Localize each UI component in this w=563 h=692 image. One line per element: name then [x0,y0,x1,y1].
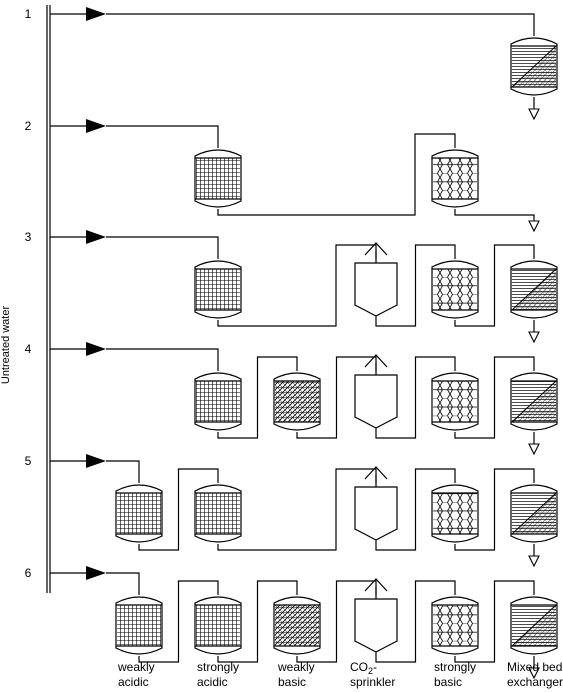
side-label-backdrop [40,62,58,592]
row-number: 2 [25,119,32,133]
vent-arrow-icon [364,466,388,480]
mixed-bed-fill [512,46,556,87]
resin-bed [275,381,319,422]
resin-bed [196,493,240,534]
process-row-6: 6 [25,566,558,680]
vessel-sprinkler [354,466,398,544]
process-row-2: 2 [25,119,540,233]
vessel-strong-acid [194,260,242,319]
side-label: Untreated water [0,306,12,385]
vessel-strong-acid [194,149,242,208]
vessel-weak-acid [115,484,163,543]
vessel-strong-acid [194,596,242,655]
flow-arrow-icon [86,7,106,21]
sprinkler-tower [354,486,398,541]
sprinkler-tower [354,262,398,317]
vessel-sprinkler [354,242,398,320]
vessel-mixed-bed [510,37,558,96]
vent-arrow-icon [364,354,388,368]
vent-arrow-icon [364,242,388,256]
vessel-sprinkler [354,354,398,432]
resin-bed [275,605,319,646]
pipework [106,460,535,557]
supply-header [46,5,51,593]
column-label-weak-acid-line2: acidic [118,675,149,689]
column-label-weak-base-line2: basic [278,675,306,689]
process-rows: 1 2 3 4 5 6 [25,7,558,680]
outlet-arrow-icon [528,667,540,680]
outlet-arrow-icon [528,331,540,344]
column-label-strong-acid-line2: acidic [197,675,228,689]
vessel-mixed-bed [510,372,558,431]
outlet-arrow-icon [528,443,540,456]
row-number: 4 [25,342,32,356]
row-number: 3 [25,230,32,244]
resin-bed [433,158,477,199]
vessel-strong-base [431,260,479,319]
process-row-1: 1 [25,7,558,121]
row-number: 5 [25,454,32,468]
outlet-arrow-icon [528,220,540,233]
resin-bed [196,158,240,199]
column-label-mixed-bed-line2: exchanger [507,675,563,689]
vessel-mixed-bed [510,260,558,319]
resin-bed [433,605,477,646]
vessel-weak-base [273,372,321,431]
pipework [106,125,535,222]
vent-arrow-icon [364,578,388,592]
row-number: 1 [25,7,32,21]
column-label-strong-acid: strongly [197,660,239,674]
column-label-weak-base: weakly [277,660,315,674]
resin-bed [196,381,240,422]
pipework [106,13,535,110]
column-label-strong-base-line2: basic [434,675,462,689]
mixed-bed-fill [512,269,556,310]
flow-arrow-icon [86,566,106,580]
column-label-strong-base: strongly [434,660,476,674]
vessel-mixed-bed [510,484,558,543]
sprinkler-tower [354,598,398,653]
flow-arrow-icon [86,342,106,356]
flow-arrow-icon [86,454,106,468]
vessel-strong-base [431,596,479,655]
flow-arrow-icon [86,119,106,133]
vessel-weak-base [273,596,321,655]
mixed-bed-fill [512,381,556,422]
mixed-bed-fill [512,493,556,534]
vessel-strong-acid [194,372,242,431]
resin-bed [196,269,240,310]
pipework [106,236,535,333]
column-label-sprinkler: CO2- [350,660,377,676]
column-label-mixed-bed: Mixed bed [507,660,562,674]
vessel-strong-base [431,149,479,208]
resin-bed [433,269,477,310]
resin-bed [196,605,240,646]
vessel-strong-acid [194,484,242,543]
flow-arrow-icon [86,230,106,244]
vessel-mixed-bed [510,596,558,655]
resin-bed [117,493,161,534]
pipework [106,572,535,669]
process-row-4: 4 [25,342,558,456]
row-number: 6 [25,566,32,580]
vessel-sprinkler [354,578,398,656]
resin-bed [117,605,161,646]
sprinkler-tower [354,374,398,429]
resin-bed [433,493,477,534]
vessel-strong-base [431,372,479,431]
column-label-weak-acid: weakly [117,660,155,674]
column-labels: weaklyacidicstronglyacidicweaklybasicCO2… [117,660,563,689]
outlet-arrow-icon [528,108,540,121]
process-row-5: 5 [25,454,558,568]
outlet-arrow-icon [528,555,540,568]
vessel-strong-base [431,484,479,543]
process-row-3: 3 [25,230,558,344]
pipework [106,348,535,445]
column-label-sprinkler-line2: sprinkler [350,675,395,689]
mixed-bed-fill [512,605,556,646]
vessel-weak-acid [115,596,163,655]
resin-bed [433,381,477,422]
